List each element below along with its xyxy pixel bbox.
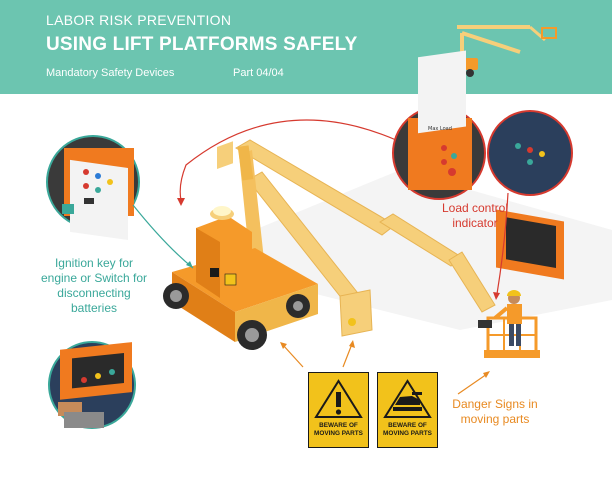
danger-connector-2 [342, 343, 353, 368]
ignition-label: Ignition key for engine or Switch for di… [40, 256, 148, 315]
load-control-label: Load control indicator [441, 201, 509, 230]
load-panel-callout [392, 50, 486, 200]
danger-sign-hand: BEWARE OF MOVING PARTS [377, 372, 438, 448]
ground-shadow [230, 170, 612, 330]
worker-figure [493, 290, 522, 346]
danger-sign-exclamation: BEWARE OF MOVING PARTS [308, 372, 369, 448]
load-connector-left [179, 119, 397, 201]
ignition-connector [132, 204, 194, 269]
hand-crush-icon [383, 379, 432, 418]
key-switch-icon [210, 268, 219, 277]
exclamation-icon [314, 379, 363, 418]
lift-machine [163, 141, 356, 350]
panel-label: Max Load [428, 126, 452, 132]
sign-text: BEWARE OF MOVING PARTS [383, 422, 432, 437]
ignition-panel-callout [46, 135, 140, 240]
danger-connector-1 [282, 344, 304, 368]
header-subtitle: Mandatory Safety Devices [46, 67, 175, 79]
load-connector-right [496, 192, 509, 295]
controls-callout [48, 341, 136, 429]
danger-signs-label: Danger Signs in moving parts [452, 397, 538, 426]
load-indicator-callout [487, 110, 573, 280]
sign-text: BEWARE OF MOVING PARTS [314, 422, 363, 437]
boom-arm [235, 139, 496, 337]
header-part: Part 04/04 [233, 67, 284, 79]
page-title: USING LIFT PLATFORMS SAFELY [46, 34, 358, 55]
header-kicker: LABOR RISK PREVENTION [46, 12, 232, 28]
danger-connector-3 [457, 373, 488, 395]
